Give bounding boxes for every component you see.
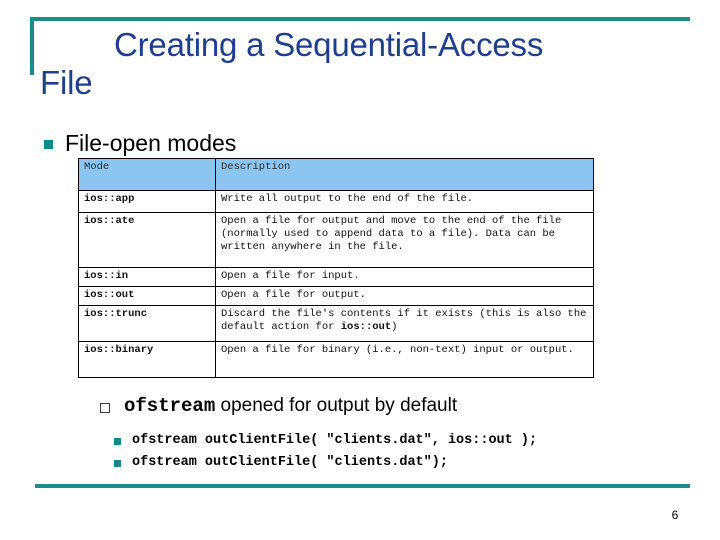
table-row: ios::app Write all output to the end of … [78, 190, 594, 213]
cell-description: Open a file for output and move to the e… [215, 212, 594, 268]
table-row: ios::ate Open a file for output and move… [78, 212, 594, 268]
table-header-row: Mode Description [78, 158, 594, 191]
hollow-square-bullet-icon [100, 403, 110, 413]
page-number: 6 [671, 508, 679, 522]
column-header-mode: Mode [78, 158, 216, 191]
top-accent-rule [30, 17, 690, 21]
bullet-ofstream-default: ofstream opened for output by default [100, 394, 457, 418]
slide-title-line-2: File [40, 64, 93, 101]
cell-mode: ios::in [78, 267, 216, 287]
desc-text-post: ) [391, 321, 398, 333]
column-header-description: Description [215, 158, 594, 191]
cell-mode: ios::out [78, 286, 216, 306]
slide-title-line-1: Creating a Sequential-Access [114, 26, 544, 63]
code-example-line: ofstream outClientFile( "clients.dat"); [132, 455, 448, 470]
code-example-list: ofstream outClientFile( "clients.dat", i… [114, 432, 537, 476]
bullet-file-open-modes: File-open modes [44, 130, 236, 156]
cell-mode: ios::trunc [78, 305, 216, 342]
table-row: ios::in Open a file for input. [78, 267, 594, 287]
cell-description: Open a file for output. [215, 286, 594, 306]
file-open-modes-table: Mode Description ios::app Write all outp… [78, 158, 594, 378]
square-bullet-icon [114, 438, 121, 445]
bottom-accent-rule [35, 484, 690, 488]
cell-mode: ios::binary [78, 341, 216, 378]
table-row: ios::binary Open a file for binary (i.e.… [78, 341, 594, 378]
cell-description: Discard the file's contents if it exists… [215, 305, 594, 342]
left-accent-rule [30, 17, 34, 75]
cell-mode: ios::app [78, 190, 216, 213]
square-bullet-icon [114, 460, 121, 467]
desc-text-pre: Discard the file's contents if it exists… [221, 308, 587, 333]
list-item: ofstream outClientFile( "clients.dat", i… [114, 432, 537, 449]
cell-description: Open a file for input. [215, 267, 594, 287]
cell-description: Write all output to the end of the file. [215, 190, 594, 213]
code-example-line: ofstream outClientFile( "clients.dat", i… [132, 433, 538, 448]
table-row: ios::out Open a file for output. [78, 286, 594, 306]
square-bullet-icon [44, 140, 53, 149]
bullet-level1-label: File-open modes [65, 130, 237, 156]
desc-text-bold: ios::out [340, 321, 392, 333]
slide-title: Creating a Sequential-Access File [36, 26, 696, 102]
ofstream-keyword: ofstream [124, 395, 216, 417]
bullet-level2-label: ofstream opened for output by default [124, 394, 457, 418]
list-item: ofstream outClientFile( "clients.dat"); [114, 454, 537, 471]
ofstream-description: opened for output by default [215, 395, 458, 416]
table-row: ios::trunc Discard the file's contents i… [78, 305, 594, 342]
cell-mode: ios::ate [78, 212, 216, 268]
cell-description: Open a file for binary (i.e., non-text) … [215, 341, 594, 378]
